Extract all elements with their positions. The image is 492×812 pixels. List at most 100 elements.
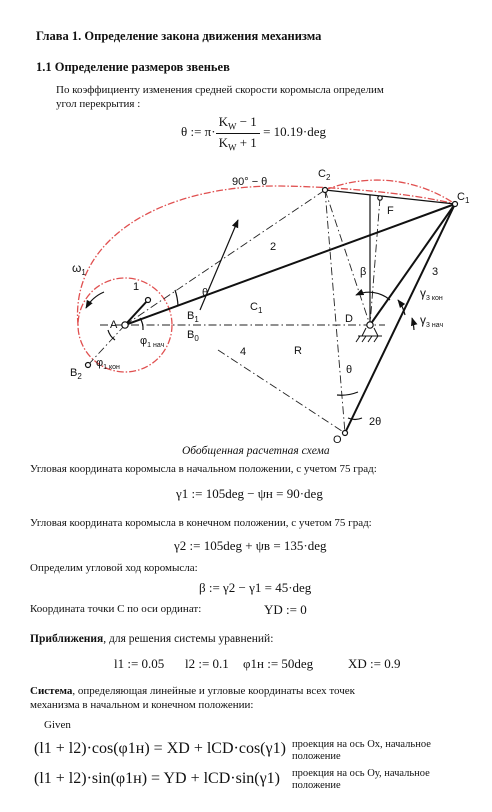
gamma-kon-arc: [397, 299, 406, 316]
link-o-c1: [344, 203, 456, 434]
theta-arc-o: [336, 391, 359, 396]
label-link3: 3: [432, 266, 438, 278]
label-r: R: [294, 345, 302, 357]
theta-num-sub: W: [227, 121, 237, 132]
label-link4: 4: [240, 346, 246, 358]
link-d-c1: [369, 203, 456, 326]
label-gamma-kon: γ3 кон: [420, 286, 443, 302]
gamma2-formula: γ2 := 105deg + ψв = 135·deg: [174, 538, 327, 553]
phi-nach-arc: [139, 317, 144, 331]
yd-formula: YD := 0: [264, 602, 307, 617]
label-phi-kon: φ1 кон: [96, 357, 120, 371]
line-c2-c1: [324, 189, 456, 205]
gamma2-text: Угловая координата коромысла в конечном …: [30, 517, 372, 529]
label-90-theta: 90° − θ: [232, 176, 267, 188]
line-c2-o: [324, 189, 346, 434]
line-radius: [217, 349, 346, 434]
point-f: [377, 195, 383, 201]
approx-phi: φ1н := 50deg: [243, 656, 314, 671]
system-text: Система, определяющая линейные и угловые…: [30, 684, 355, 712]
approx-l2: l2 := 0.1: [185, 656, 229, 671]
given-label: Given: [44, 719, 71, 731]
equation-1: (l1 + l2)·cos(φ1н) = XD + lCD·cos(γ1): [34, 740, 286, 757]
equation-2: (l1 + l2)·sin(φ1н) = YD + lCD·sin(γ1): [34, 770, 280, 787]
label-theta-o: θ: [346, 364, 352, 376]
label-theta: θ: [202, 287, 208, 299]
intro-line-2: угол перекрытия :: [56, 98, 141, 110]
crank-line-b2: [87, 324, 126, 366]
theta-lhs: θ := π·: [181, 124, 216, 140]
gamma-nach-arc: [411, 317, 418, 331]
label-d: D: [345, 313, 353, 325]
label-b0: B0: [187, 329, 199, 343]
label-a: A: [110, 319, 118, 331]
approx-bold: Приближения: [30, 633, 104, 645]
joint-c2: [321, 186, 329, 194]
system-line-1: Система, определяющая линейные и угловые…: [30, 684, 355, 698]
theta-rhs: = 10.19·deg: [259, 124, 326, 140]
omega-arrow: [85, 291, 105, 309]
approx-xd: XD := 0.9: [348, 656, 401, 671]
theta-denominator: KW + 1: [216, 134, 260, 153]
label-2theta: 2θ: [369, 416, 381, 428]
approx-rest: , для решения системы уравнений:: [103, 633, 274, 645]
theta-num-k: K: [218, 114, 228, 129]
pivot-support-r: [373, 327, 379, 337]
line-c2-d: [324, 189, 371, 326]
yd-text: Координата точки C по оси ординат:: [30, 603, 202, 615]
approx-text: Приближения, для решения системы уравнен…: [30, 632, 273, 646]
gamma1-formula: γ1 := 105deg − ψн = 90·deg: [176, 486, 323, 501]
label-gamma-nach: γ3 нач: [420, 313, 443, 329]
circumscribed-arc: [76, 185, 456, 326]
hatch-1: [355, 335, 361, 343]
chapter-title: Глава 1. Определение закона движения мех…: [36, 29, 322, 43]
hatch-4: [373, 335, 379, 343]
intro-line-1: По коэффициенту изменения средней скорос…: [56, 84, 384, 96]
line-d-f: [369, 197, 381, 326]
intro-text: По коэффициенту изменения средней скорос…: [56, 83, 384, 111]
equation-1-note-line-1: проекция на ось Ох, начальное: [292, 739, 431, 750]
gamma1-text: Угловая координата коромысла в начальном…: [30, 463, 377, 475]
joint-b2: [84, 361, 92, 369]
label-c1: C1: [457, 191, 470, 205]
beta-formula: β := γ2 − γ1 = 45·deg: [199, 580, 312, 595]
theta-arc: [174, 289, 179, 307]
label-o: O: [333, 434, 342, 445]
beta-arc: [355, 288, 391, 301]
equation-2-note-line-2: положение: [292, 780, 341, 791]
system-rest: , определяющая линейные и угловые коорди…: [72, 685, 355, 697]
equation-1-note: проекция на ось Ох, начальное положение: [292, 739, 431, 763]
line-a-c2: [124, 189, 326, 326]
label-link2: 2: [270, 241, 276, 253]
equation-2-note: проекция на ось Оу, начальное положение: [292, 768, 430, 792]
joint-c1: [451, 200, 459, 208]
hatch-2: [361, 335, 367, 343]
label-c2: C2: [318, 168, 331, 182]
pivot-d: [366, 321, 374, 329]
crank-link: [124, 299, 149, 326]
theta-numerator: KW − 1: [215, 114, 260, 134]
theta-den-tail: + 1: [236, 134, 257, 150]
label-f: F: [387, 205, 394, 217]
label-omega: ω1: [72, 261, 86, 277]
label-cc1: C1: [250, 301, 263, 315]
approx-l1: l1 := 0.05: [114, 656, 165, 671]
arrow-90: [199, 219, 239, 311]
theta-den-sub: W: [227, 142, 237, 153]
two-theta-arc: [347, 417, 363, 420]
hatch-3: [367, 335, 373, 343]
equation-2-note-line-1: проекция на ось Оу, начальное: [292, 768, 430, 779]
c-arc: [324, 179, 456, 205]
beta-text: Определим угловой ход коромысла:: [30, 562, 198, 574]
theta-num-tail: − 1: [236, 114, 257, 129]
point-o: [341, 429, 349, 437]
label-b1: B1: [187, 310, 199, 324]
label-phi-nach: φ1 нач: [140, 335, 165, 349]
system-line-2: механизма в начальном и конечном положен…: [30, 699, 254, 711]
joint-b1: [144, 296, 152, 304]
section-title: 1.1 Определение размеров звеньев: [36, 60, 230, 74]
equation-1-note-line-2: положение: [292, 751, 341, 762]
label-b2: B2: [70, 367, 82, 381]
